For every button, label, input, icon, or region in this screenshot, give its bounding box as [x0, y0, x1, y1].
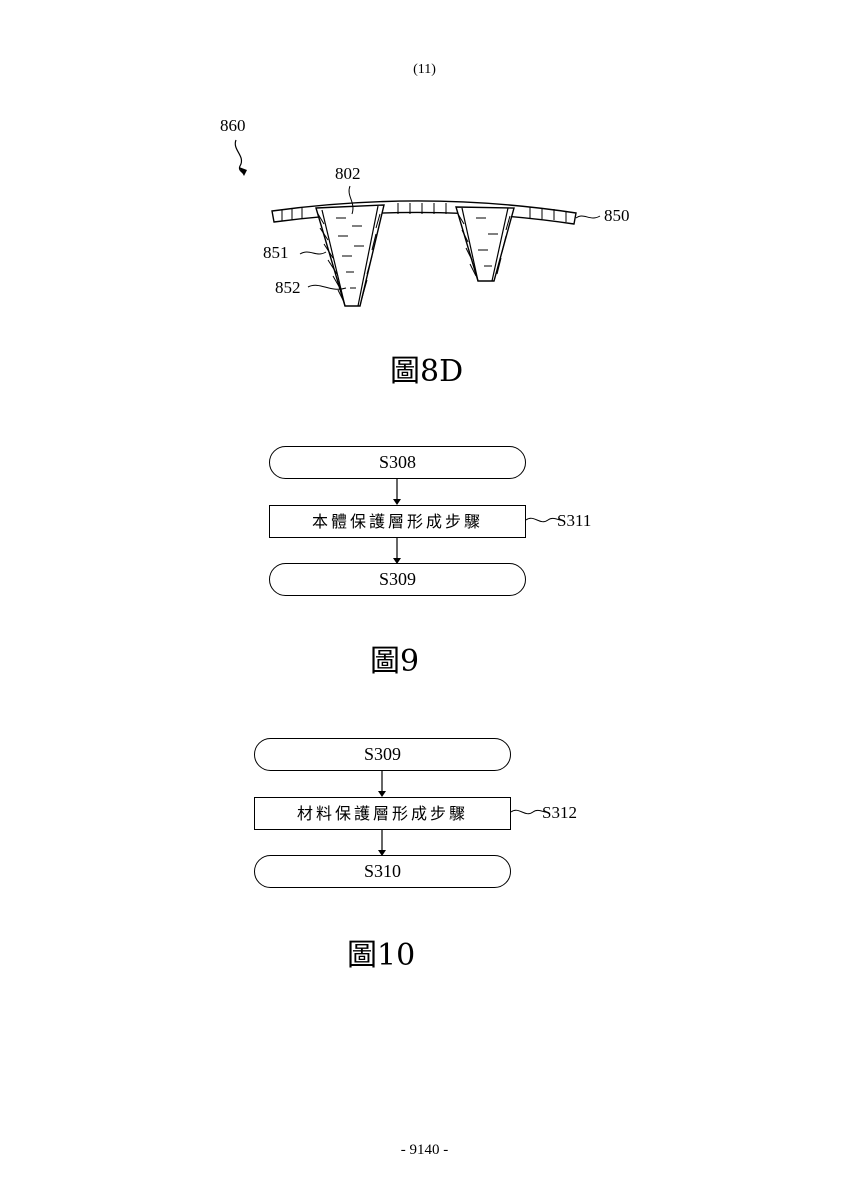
label-852: 852	[275, 278, 301, 298]
step-ref-label: S311	[557, 511, 591, 531]
flow-step-end: S310	[254, 855, 511, 888]
figure-10-caption: 圖10	[347, 930, 415, 974]
label-850: 850	[604, 206, 630, 226]
flow-step-process: 本體保護層形成步驟	[269, 505, 526, 538]
flow-step-start: S309	[254, 738, 511, 771]
figure-9-caption: 圖9	[370, 636, 419, 680]
flow-step-start: S308	[269, 446, 526, 479]
step-ref-label: S312	[542, 803, 577, 823]
label-851: 851	[263, 243, 289, 263]
label-802: 802	[335, 164, 361, 184]
label-860: 860	[220, 116, 246, 136]
figure-8d-caption: 圖8D	[390, 346, 463, 390]
figure-8d-drawing	[0, 0, 849, 360]
footer-page-number: - 9140 -	[0, 1142, 849, 1159]
flow-step-end: S309	[269, 563, 526, 596]
flow-step-process: 材料保護層形成步驟	[254, 797, 511, 830]
